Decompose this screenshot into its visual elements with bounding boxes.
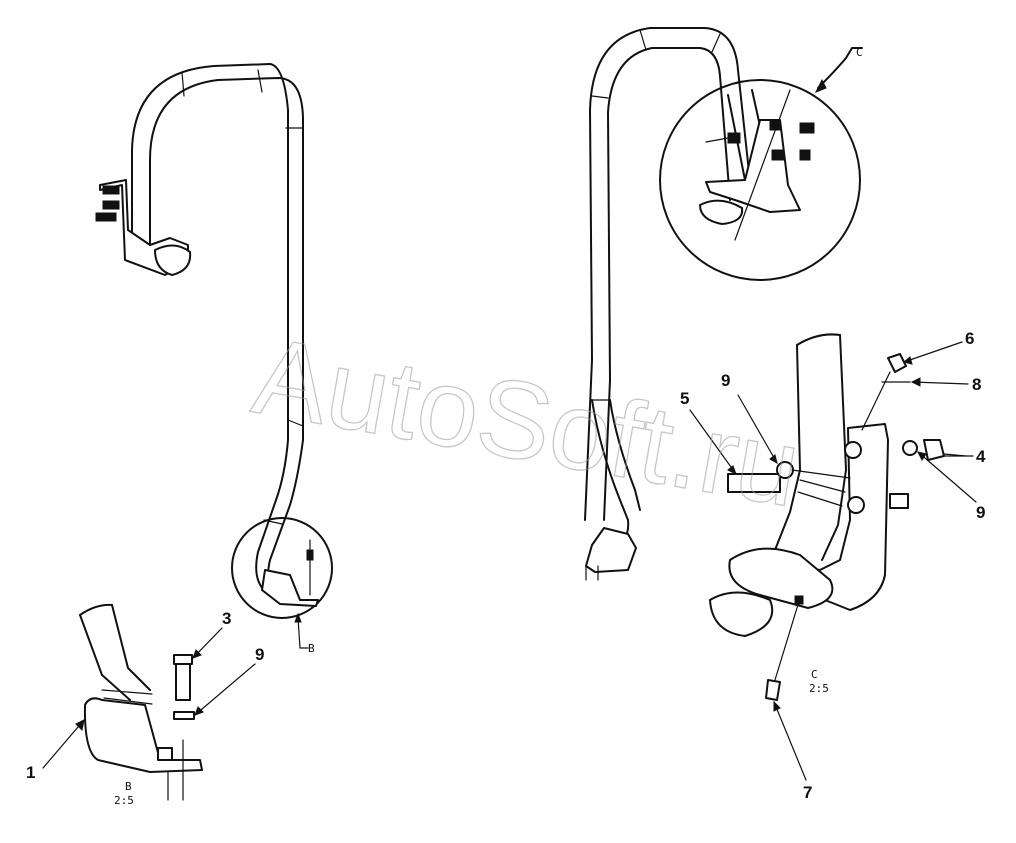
caption-b-letter: B bbox=[125, 780, 132, 793]
detail-circle-b: B bbox=[231, 517, 333, 655]
callout-9-b: 9 bbox=[255, 645, 264, 664]
detail-b-bracket bbox=[79, 603, 203, 801]
callout-8: 8 bbox=[972, 375, 981, 394]
view-captions: B 2:5 C 2:5 bbox=[114, 668, 829, 807]
detail-circle-c: C bbox=[659, 46, 863, 281]
marker-c: C bbox=[856, 46, 863, 59]
callout-7: 7 bbox=[803, 783, 812, 802]
watermark: AutoSoft.ru bbox=[245, 314, 808, 531]
callout-9-c-right: 9 bbox=[976, 503, 985, 522]
leader-lines bbox=[42, 341, 977, 781]
callout-labels: 1 3 9 5 9 6 8 4 9 7 bbox=[26, 329, 986, 802]
caption-b-scale: 2:5 bbox=[114, 794, 134, 807]
detail-c-bracket bbox=[709, 333, 967, 701]
caption-c-letter: C bbox=[811, 668, 818, 681]
callout-1: 1 bbox=[26, 763, 35, 782]
callout-6: 6 bbox=[965, 329, 974, 348]
callout-3: 3 bbox=[222, 609, 231, 628]
callout-9-c-left: 9 bbox=[721, 371, 730, 390]
marker-b: B bbox=[308, 642, 315, 655]
callout-5: 5 bbox=[680, 389, 689, 408]
callout-4: 4 bbox=[976, 447, 986, 466]
caption-c-scale: 2:5 bbox=[809, 682, 829, 695]
right-handrail bbox=[584, 27, 753, 581]
